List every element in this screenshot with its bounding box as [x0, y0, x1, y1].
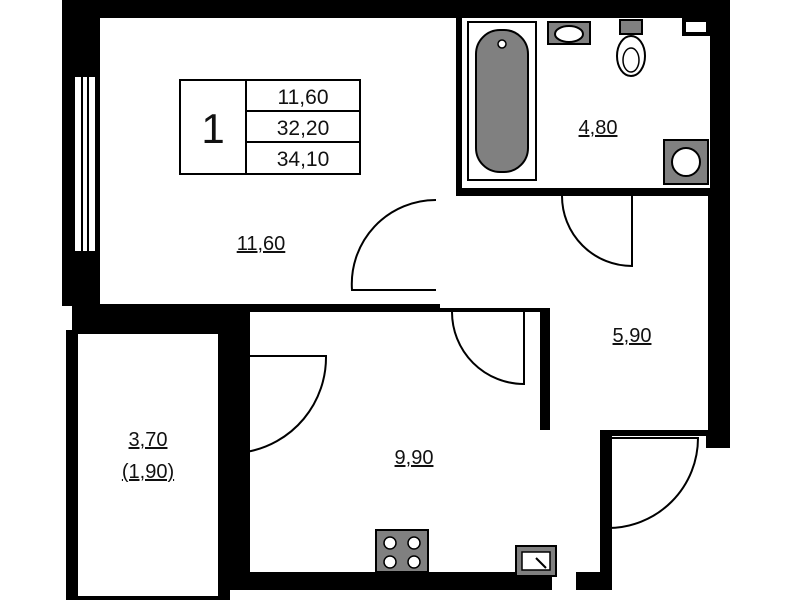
kitchen-area: 9,90: [395, 447, 434, 469]
hallway-area: 5,90: [613, 325, 652, 347]
pillar: [222, 318, 250, 358]
stove-icon: [375, 529, 429, 573]
toilet-icon: [616, 19, 646, 77]
living-room-door: [350, 198, 437, 291]
balcony-area: 3,70: [129, 429, 168, 451]
kitchen-door: [451, 311, 525, 386]
summary-table: 1 11,60 32,20 34,10: [179, 79, 361, 175]
hallway-floor: [440, 196, 708, 430]
vent-inner: [686, 22, 706, 32]
sink-icon: [547, 21, 591, 45]
balcony-reduced-area: (1,90): [122, 461, 174, 483]
balcony-door: [245, 355, 328, 453]
total-area-with-balcony-value: 34,10: [277, 148, 330, 171]
living-room-area: 11,60: [237, 233, 286, 255]
balcony-floor: [78, 334, 218, 596]
total-area-value: 32,20: [277, 117, 330, 140]
rooms-count: 1: [201, 105, 224, 152]
bathroom-area: 4,80: [579, 117, 618, 139]
living-area-value: 11,60: [278, 86, 329, 109]
window: [73, 75, 97, 253]
entrance-door: [607, 437, 700, 529]
kitchen-floor: [250, 312, 600, 572]
kitchen-sink-icon: [515, 545, 557, 577]
washing-machine-icon: [663, 139, 709, 185]
bathtub-icon: [467, 21, 537, 181]
doors: [245, 195, 700, 529]
bathroom-door: [561, 195, 633, 268]
